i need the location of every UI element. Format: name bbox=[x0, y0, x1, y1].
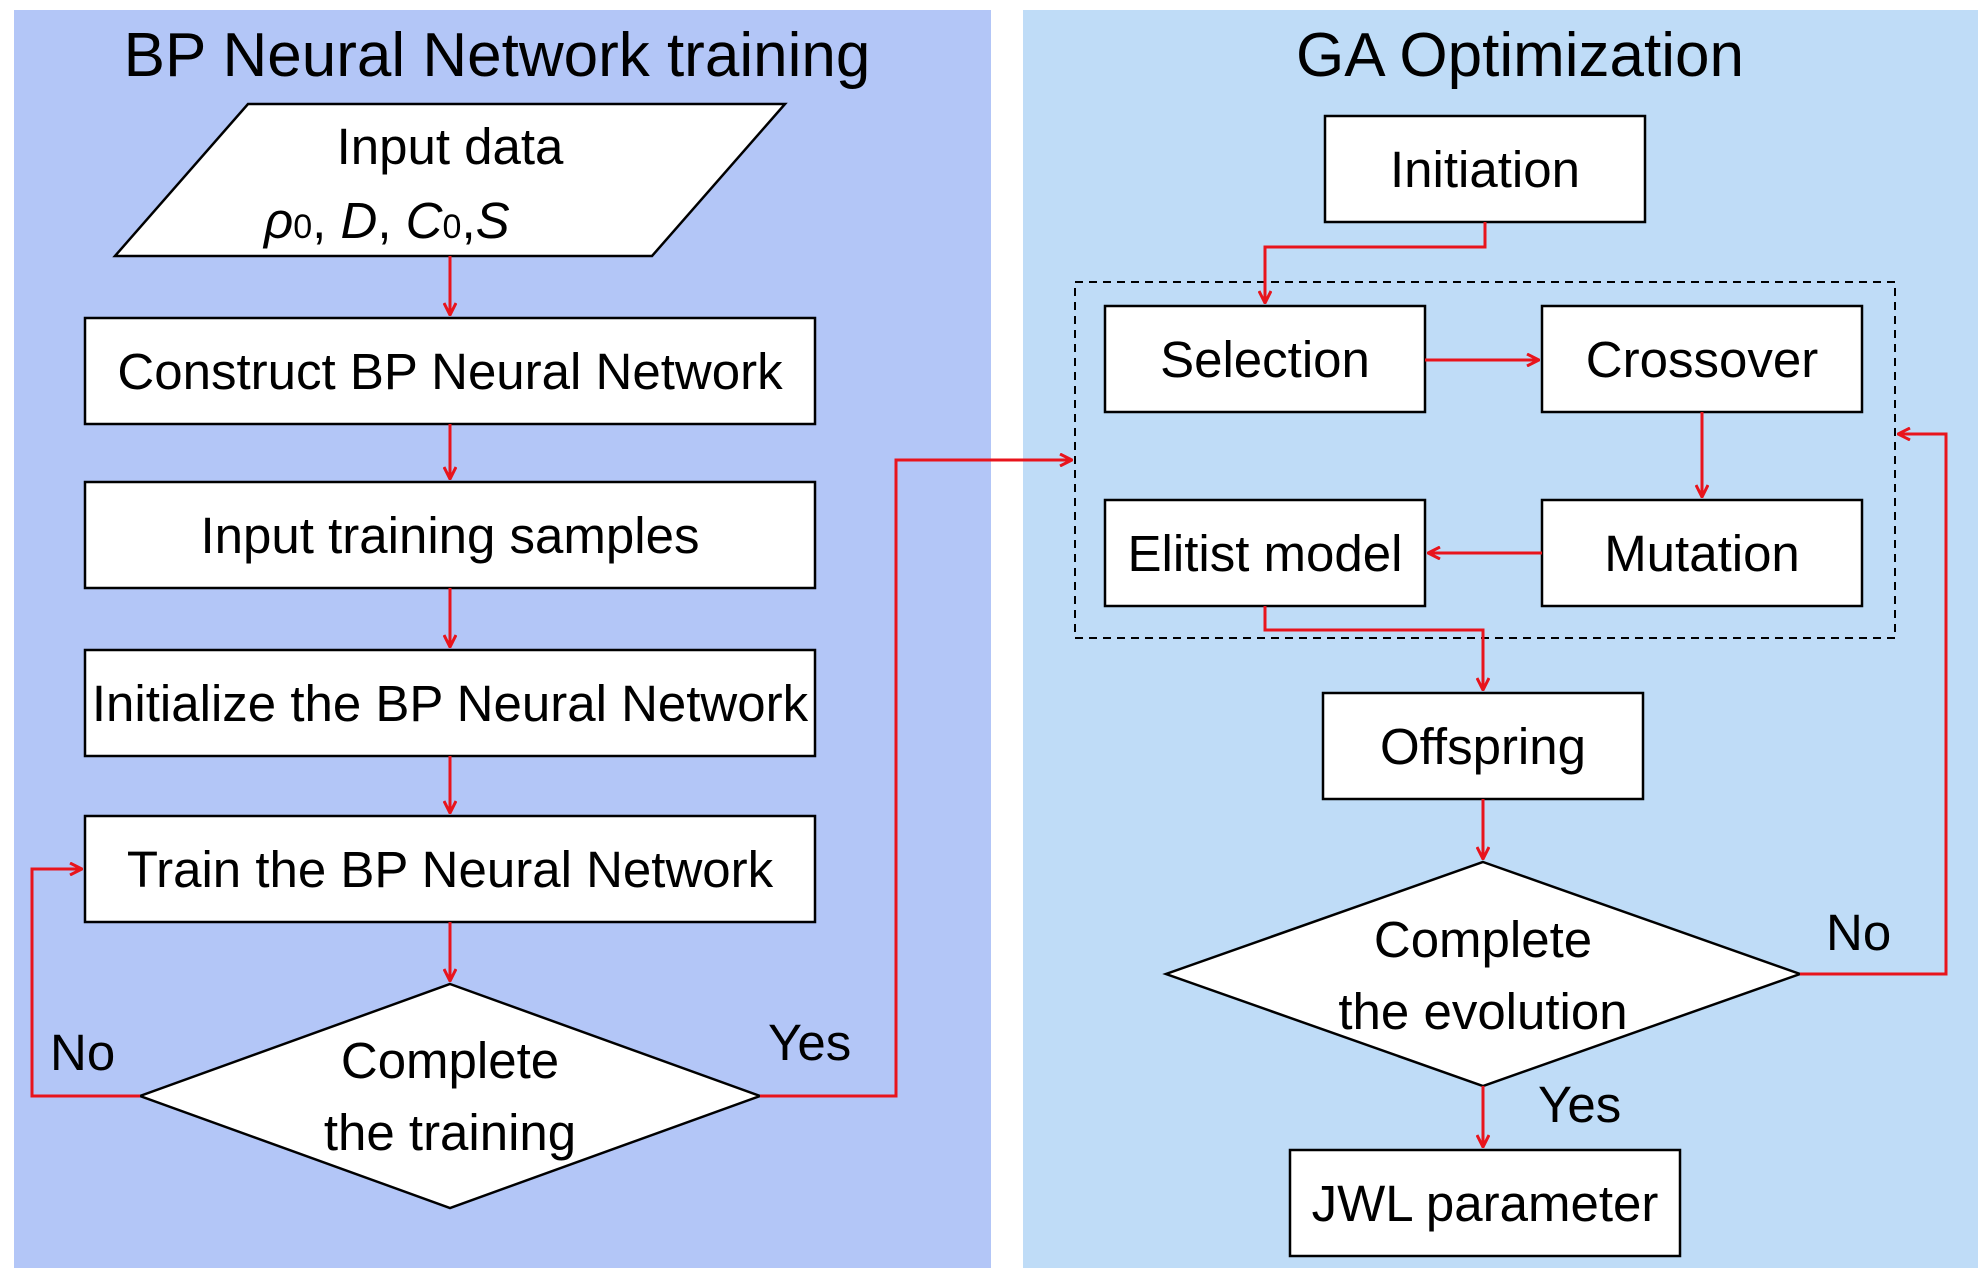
mutation-box bbox=[1540, 498, 1864, 608]
selection-box bbox=[1103, 304, 1427, 414]
crossover-label: Crossover bbox=[1586, 331, 1818, 388]
input-training-samples-label: Input training samples bbox=[201, 507, 700, 564]
offspring-box bbox=[1321, 691, 1645, 801]
left-panel-title: BP Neural Network training bbox=[124, 21, 871, 90]
offspring-label: Offspring bbox=[1380, 718, 1586, 775]
elitist-model-box bbox=[1103, 498, 1427, 608]
arrow-initiation-to-selection bbox=[1265, 222, 1487, 302]
arrow-evolution-no-loop bbox=[1800, 434, 1948, 976]
initiation-box bbox=[1323, 114, 1647, 224]
right-panel-title: GA Optimization bbox=[1296, 21, 1744, 90]
arrow-elitist-to-offspring bbox=[1263, 606, 1483, 689]
jwl-parameter-label: JWL parameter bbox=[1312, 1175, 1659, 1232]
evolution-no-label: No bbox=[1826, 904, 1891, 961]
initiation-label: Initiation bbox=[1390, 141, 1580, 198]
construct-network-label: Construct BP Neural Network bbox=[117, 343, 783, 400]
left-flow-arrows bbox=[30, 256, 1071, 1098]
input-data-label: Input data bbox=[337, 118, 564, 175]
selection-label: Selection bbox=[1160, 331, 1370, 388]
ga-operators-group bbox=[1074, 281, 1896, 639]
complete-training-line1: Complete bbox=[341, 1032, 559, 1089]
mutation-label: Mutation bbox=[1604, 525, 1800, 582]
right-flow-arrows bbox=[1263, 222, 1948, 1146]
construct-network-box bbox=[83, 316, 817, 426]
complete-training-line2: the training bbox=[324, 1104, 576, 1161]
train-network-label: Train the BP Neural Network bbox=[127, 841, 774, 898]
complete-evolution-line1: Complete bbox=[1374, 911, 1592, 968]
arrow-training-yes-to-ga bbox=[760, 460, 1071, 1098]
training-no-label: No bbox=[50, 1024, 115, 1081]
input-data-parallelogram bbox=[112, 102, 788, 258]
evolution-yes-label: Yes bbox=[1538, 1076, 1621, 1133]
complete-evolution-line2: the evolution bbox=[1338, 983, 1627, 1040]
elitist-model-label: Elitist model bbox=[1128, 525, 1403, 582]
crossover-box bbox=[1540, 304, 1864, 414]
input-training-samples-box bbox=[83, 480, 817, 590]
arrow-training-no-loop bbox=[30, 869, 140, 1098]
training-yes-label: Yes bbox=[768, 1014, 851, 1071]
train-network-box bbox=[83, 814, 817, 924]
input-variables-label: ρ0, D, C0,S bbox=[262, 192, 510, 249]
jwl-parameter-box bbox=[1288, 1148, 1682, 1258]
initialize-network-label: Initialize the BP Neural Network bbox=[92, 675, 809, 732]
initialize-network-box bbox=[83, 648, 817, 758]
complete-training-decision bbox=[136, 982, 764, 1210]
